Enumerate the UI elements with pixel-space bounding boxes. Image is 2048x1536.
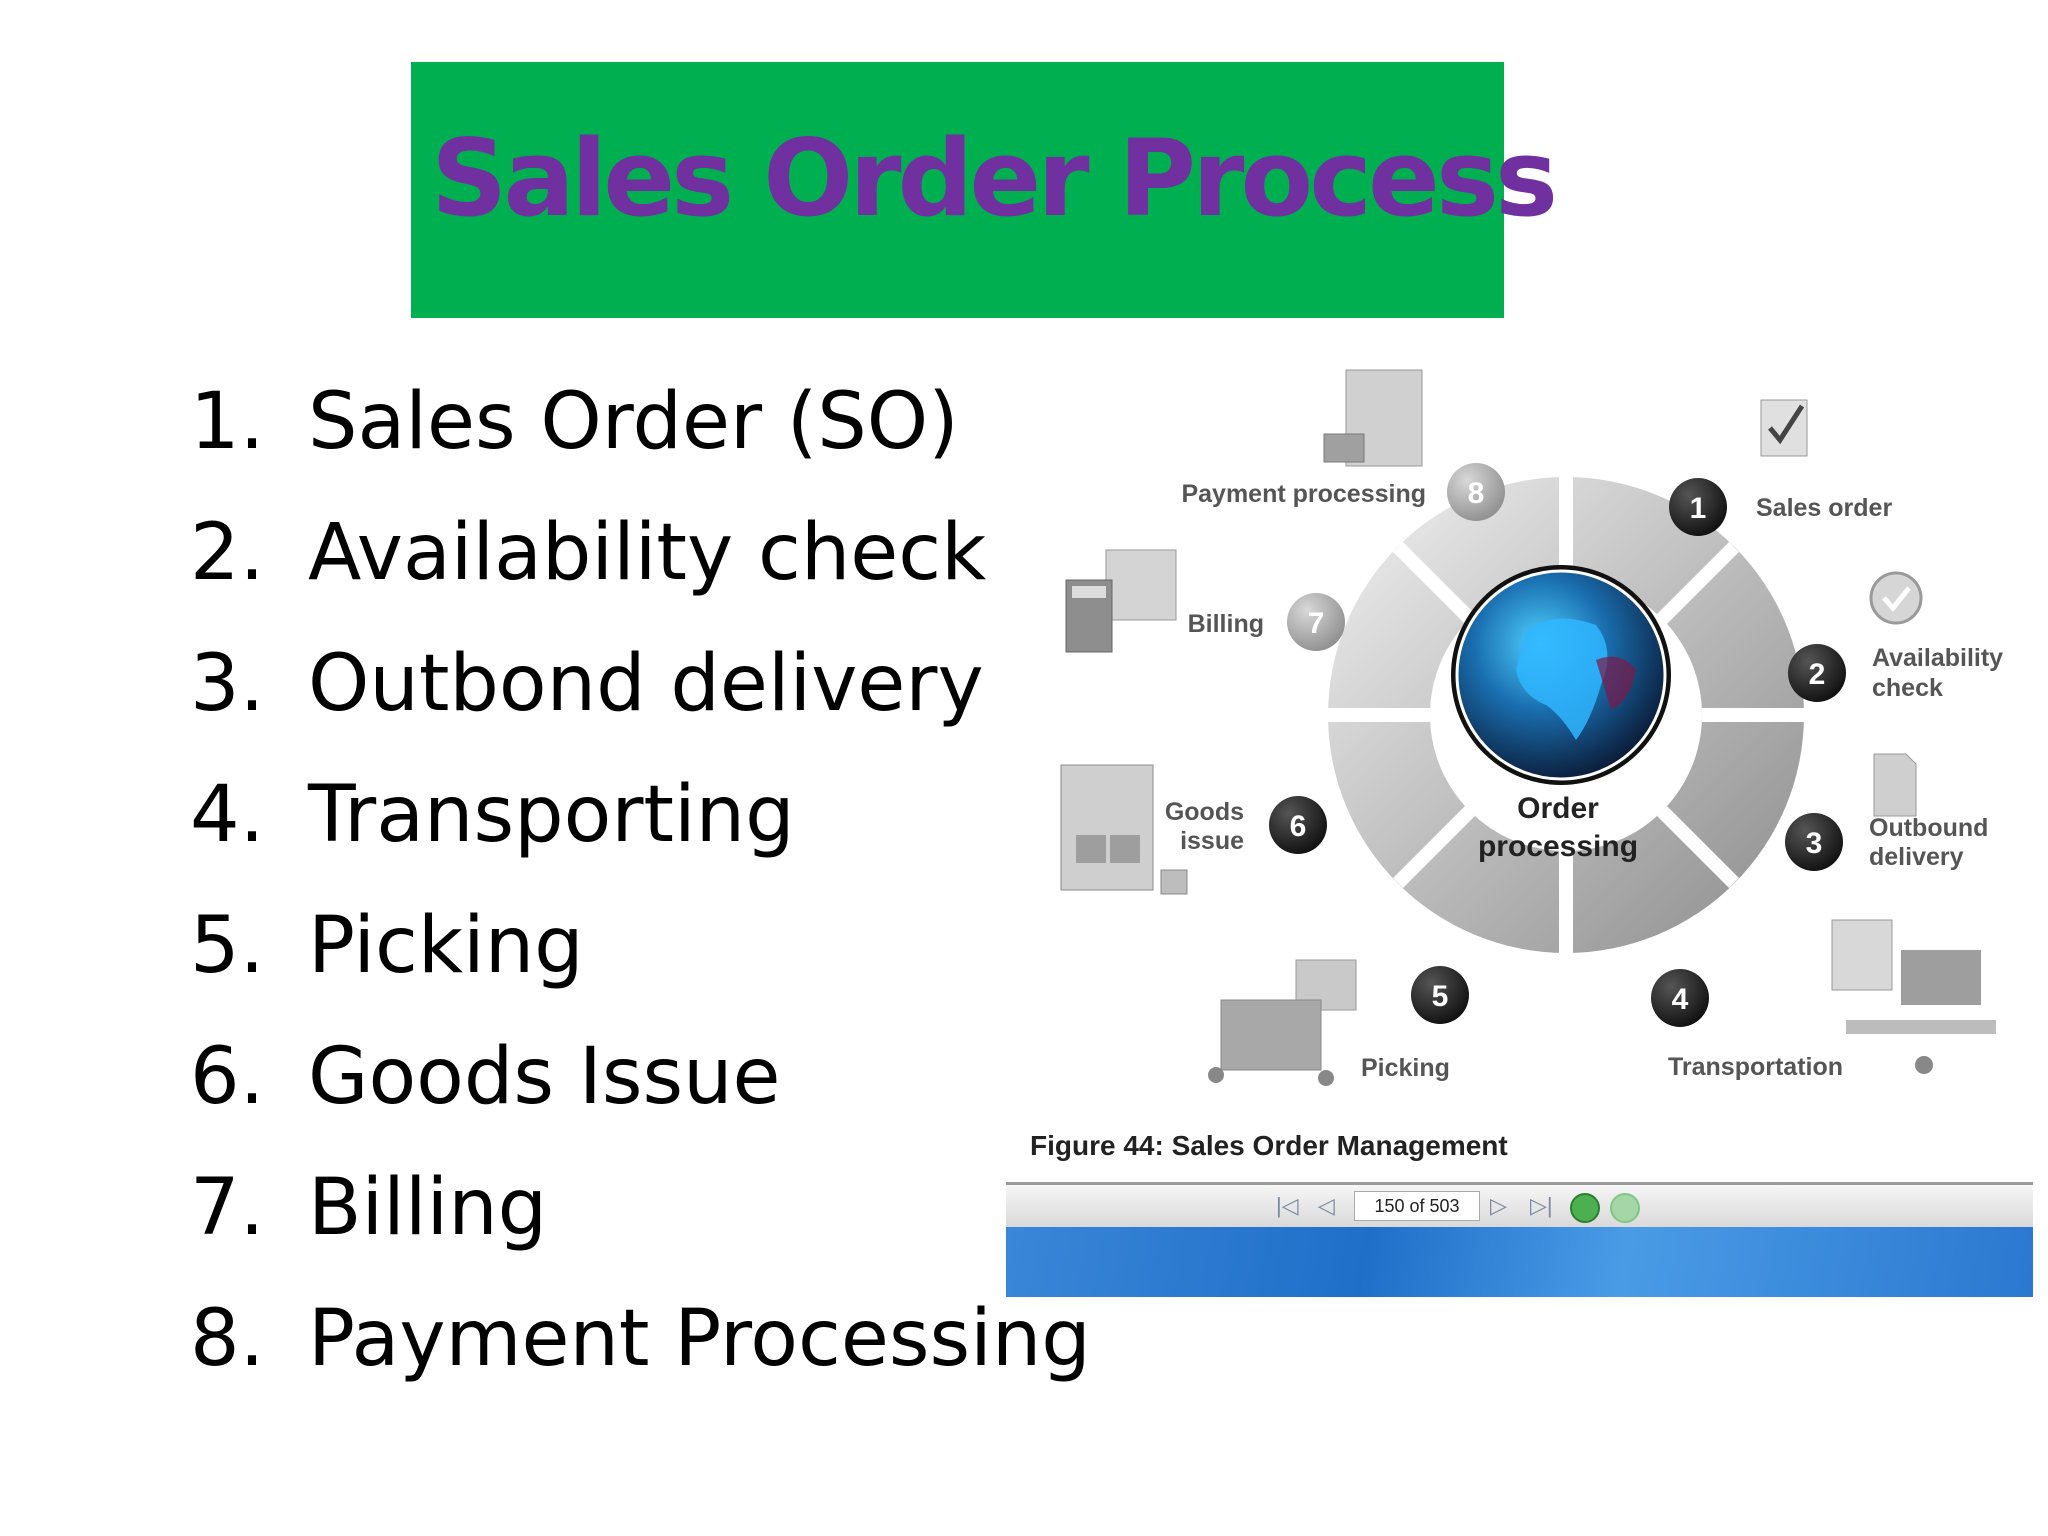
step-node-2: 2 Availability check (1788, 644, 2003, 702)
step-label: Payment Processing (308, 1294, 1091, 1384)
step-number: 1. (190, 377, 265, 467)
step-node-1: 1 Sales order (1669, 478, 1892, 536)
node-label: Outbound (1869, 814, 1988, 842)
ring-divider (1657, 542, 1739, 624)
step-node-4: 4 Transportation (1651, 969, 1843, 1081)
checkmark-circle-icon (1869, 571, 1923, 625)
forward-view-icon[interactable] (1610, 1193, 1640, 1223)
node-label: delivery (1869, 843, 1964, 871)
step-node-5: 5 Picking (1361, 966, 1469, 1082)
warehouse-icon (1060, 764, 1188, 895)
title-banner: Sales Order Process (411, 62, 1558, 318)
step-label: Outbond delivery (308, 639, 984, 729)
step-label: Transporting (308, 770, 795, 860)
step-label: Billing (308, 1163, 548, 1253)
center-label: processing (1478, 830, 1638, 863)
page-indicator[interactable]: 150 of 503 (1354, 1191, 1480, 1221)
node-label: Goods (1165, 798, 1244, 826)
node-label: Picking (1361, 1054, 1450, 1082)
figure-caption: Figure 44: Sales Order Management (1030, 1130, 1508, 1161)
step-number: 8. (190, 1294, 265, 1384)
node-label: check (1872, 674, 1943, 702)
step-number-badge: 5 (1432, 980, 1449, 1013)
taskbar-background (1006, 1227, 2033, 1297)
last-page-icon[interactable]: ▷| (1530, 1193, 1553, 1218)
step-label: Availability check (308, 508, 987, 598)
node-label: Availability (1872, 644, 2003, 672)
step-node-3: 3 Outbound delivery (1785, 813, 1988, 871)
step-number: 3. (190, 639, 265, 729)
step-number: 6. (190, 1032, 265, 1122)
ring-divider (1393, 806, 1475, 888)
viewer-toolbar: |◁ ◁ 150 of 503 ▷ ▷| (1006, 1182, 2033, 1227)
step-number: 4. (190, 770, 265, 860)
back-view-icon[interactable] (1570, 1193, 1600, 1223)
cash-register-icon (1065, 549, 1177, 653)
node-label: issue (1180, 827, 1244, 855)
node-label: Payment processing (1181, 480, 1426, 508)
previous-page-icon[interactable]: ◁ (1318, 1193, 1335, 1218)
document-icon (1873, 753, 1917, 817)
next-page-icon[interactable]: ▷ (1490, 1193, 1507, 1218)
list-item: 7. Billing (190, 1163, 1091, 1297)
step-number-badge: 2 (1809, 658, 1826, 691)
steps-list: 1.Sales Order (SO) 2.Availability check … (190, 377, 1091, 1428)
step-number: 5. (190, 901, 265, 991)
step-node-7: 7 Billing (1188, 593, 1345, 651)
step-node-6: 6 Goods issue (1165, 796, 1327, 855)
node-label: Sales order (1756, 494, 1892, 522)
step-number-badge: 6 (1290, 810, 1307, 843)
list-item: 5. Picking (190, 901, 1091, 1035)
ring-divider (1657, 806, 1739, 888)
step-number-badge: 1 (1690, 492, 1707, 525)
ring-divider (1393, 542, 1475, 624)
process-cycle-diagram: Order processing (1060, 369, 2003, 1086)
figure-panel: Order processing (1006, 330, 2033, 1300)
list-item: 4. Transporting (190, 770, 1091, 904)
globe-icon (1451, 565, 1671, 785)
pallet-cart-icon (1208, 959, 1357, 1086)
step-label: Goods Issue (308, 1032, 781, 1122)
truck-icon (1831, 919, 1996, 1074)
list-item: 6. Goods Issue (190, 1032, 1091, 1166)
page-title: Sales Order Process (431, 117, 1558, 240)
checklist-icon (1760, 399, 1808, 457)
node-label: Billing (1188, 610, 1264, 638)
step-label: Picking (308, 901, 584, 991)
list-item: 8. Payment Processing (190, 1294, 1091, 1428)
step-number-badge: 4 (1672, 983, 1689, 1016)
step-number: 2. (190, 508, 265, 598)
step-node-8: 8 Payment processing (1181, 463, 1505, 521)
center-label: Order (1517, 792, 1599, 825)
list-item: 1. Sales Order (SO) (190, 377, 1091, 511)
step-number-badge: 7 (1308, 607, 1325, 640)
step-number-badge: 3 (1806, 827, 1823, 860)
list-item: 2. Availability check (190, 508, 1091, 642)
step-number-badge: 8 (1468, 477, 1485, 510)
node-label: Transportation (1668, 1053, 1843, 1081)
step-number: 7. (190, 1163, 265, 1253)
first-page-icon[interactable]: |◁ (1276, 1193, 1299, 1218)
list-item: 3. Outbond delivery (190, 639, 1091, 773)
step-label: Sales Order (SO) (308, 377, 959, 467)
money-icon (1323, 369, 1423, 467)
